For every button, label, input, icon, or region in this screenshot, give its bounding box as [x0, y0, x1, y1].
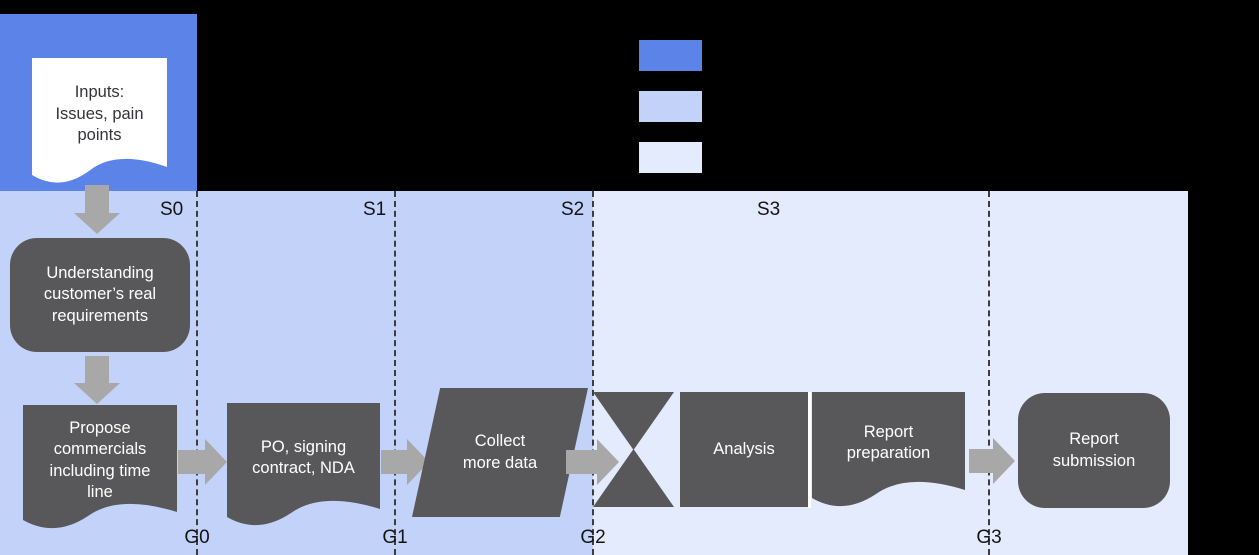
node-propose-commercials: Propose commercials including time line	[23, 405, 177, 530]
node-inputs-document: Inputs: Issues, pain points	[32, 58, 167, 185]
legend-swatch-stage-lightest-blue	[639, 142, 702, 173]
document-shape	[23, 405, 177, 529]
node-report-preparation: Report preparation	[812, 392, 965, 508]
node-label: Report preparation	[846, 422, 931, 462]
document-shape	[812, 392, 965, 507]
node-label: Understanding customer’s real requiremen…	[43, 263, 157, 325]
document-shape	[32, 58, 167, 183]
collate-x-shape	[593, 392, 674, 507]
node-label: Propose commercials including time line	[49, 418, 151, 501]
arrow-down-icon	[74, 356, 120, 404]
gate-label-g2: G2	[580, 527, 606, 548]
gate-divider-g2	[592, 191, 594, 555]
legend-swatch-stage-light-blue	[639, 91, 702, 122]
stage-label-s1: S1	[363, 199, 387, 220]
node-divider	[808, 392, 811, 508]
node-collect-more-data: Collect more data	[412, 388, 588, 517]
node-understanding-requirements: Understanding customer’s real requiremen…	[10, 238, 190, 352]
arrow-right-icon	[566, 439, 619, 485]
document-shape	[227, 403, 380, 526]
node-report-submission: Report submission	[1018, 393, 1170, 508]
arrow-right-icon	[969, 438, 1015, 484]
node-analysis: Analysis	[680, 392, 808, 507]
node-label: Report submission	[1052, 430, 1136, 470]
node-label: Inputs: Issues, pain points	[55, 83, 144, 145]
node-label: Collect more data	[462, 432, 538, 472]
collate-bottom-triangle	[593, 449, 674, 507]
gate-label-g1: G1	[382, 527, 408, 548]
node-label: PO, signing contract, NDA	[252, 437, 355, 477]
gate-label-g3: G3	[976, 527, 1002, 548]
gate-divider-g1	[394, 191, 396, 555]
arrow-right-icon	[178, 439, 227, 485]
gate-divider-g0	[196, 191, 198, 555]
stage-label-s0: S0	[160, 199, 184, 220]
arrow-down-icon	[74, 185, 120, 234]
node-label: Analysis	[713, 439, 775, 458]
gate-divider-g3	[988, 191, 990, 555]
node-po-contract-nda: PO, signing contract, NDA	[227, 403, 380, 527]
gate-label-g0: G0	[184, 527, 210, 548]
stage-label-s2: S2	[561, 199, 585, 220]
legend-swatch-stage-blue	[639, 40, 702, 71]
stage-label-s3: S3	[757, 199, 781, 220]
collate-top-triangle	[593, 392, 674, 450]
